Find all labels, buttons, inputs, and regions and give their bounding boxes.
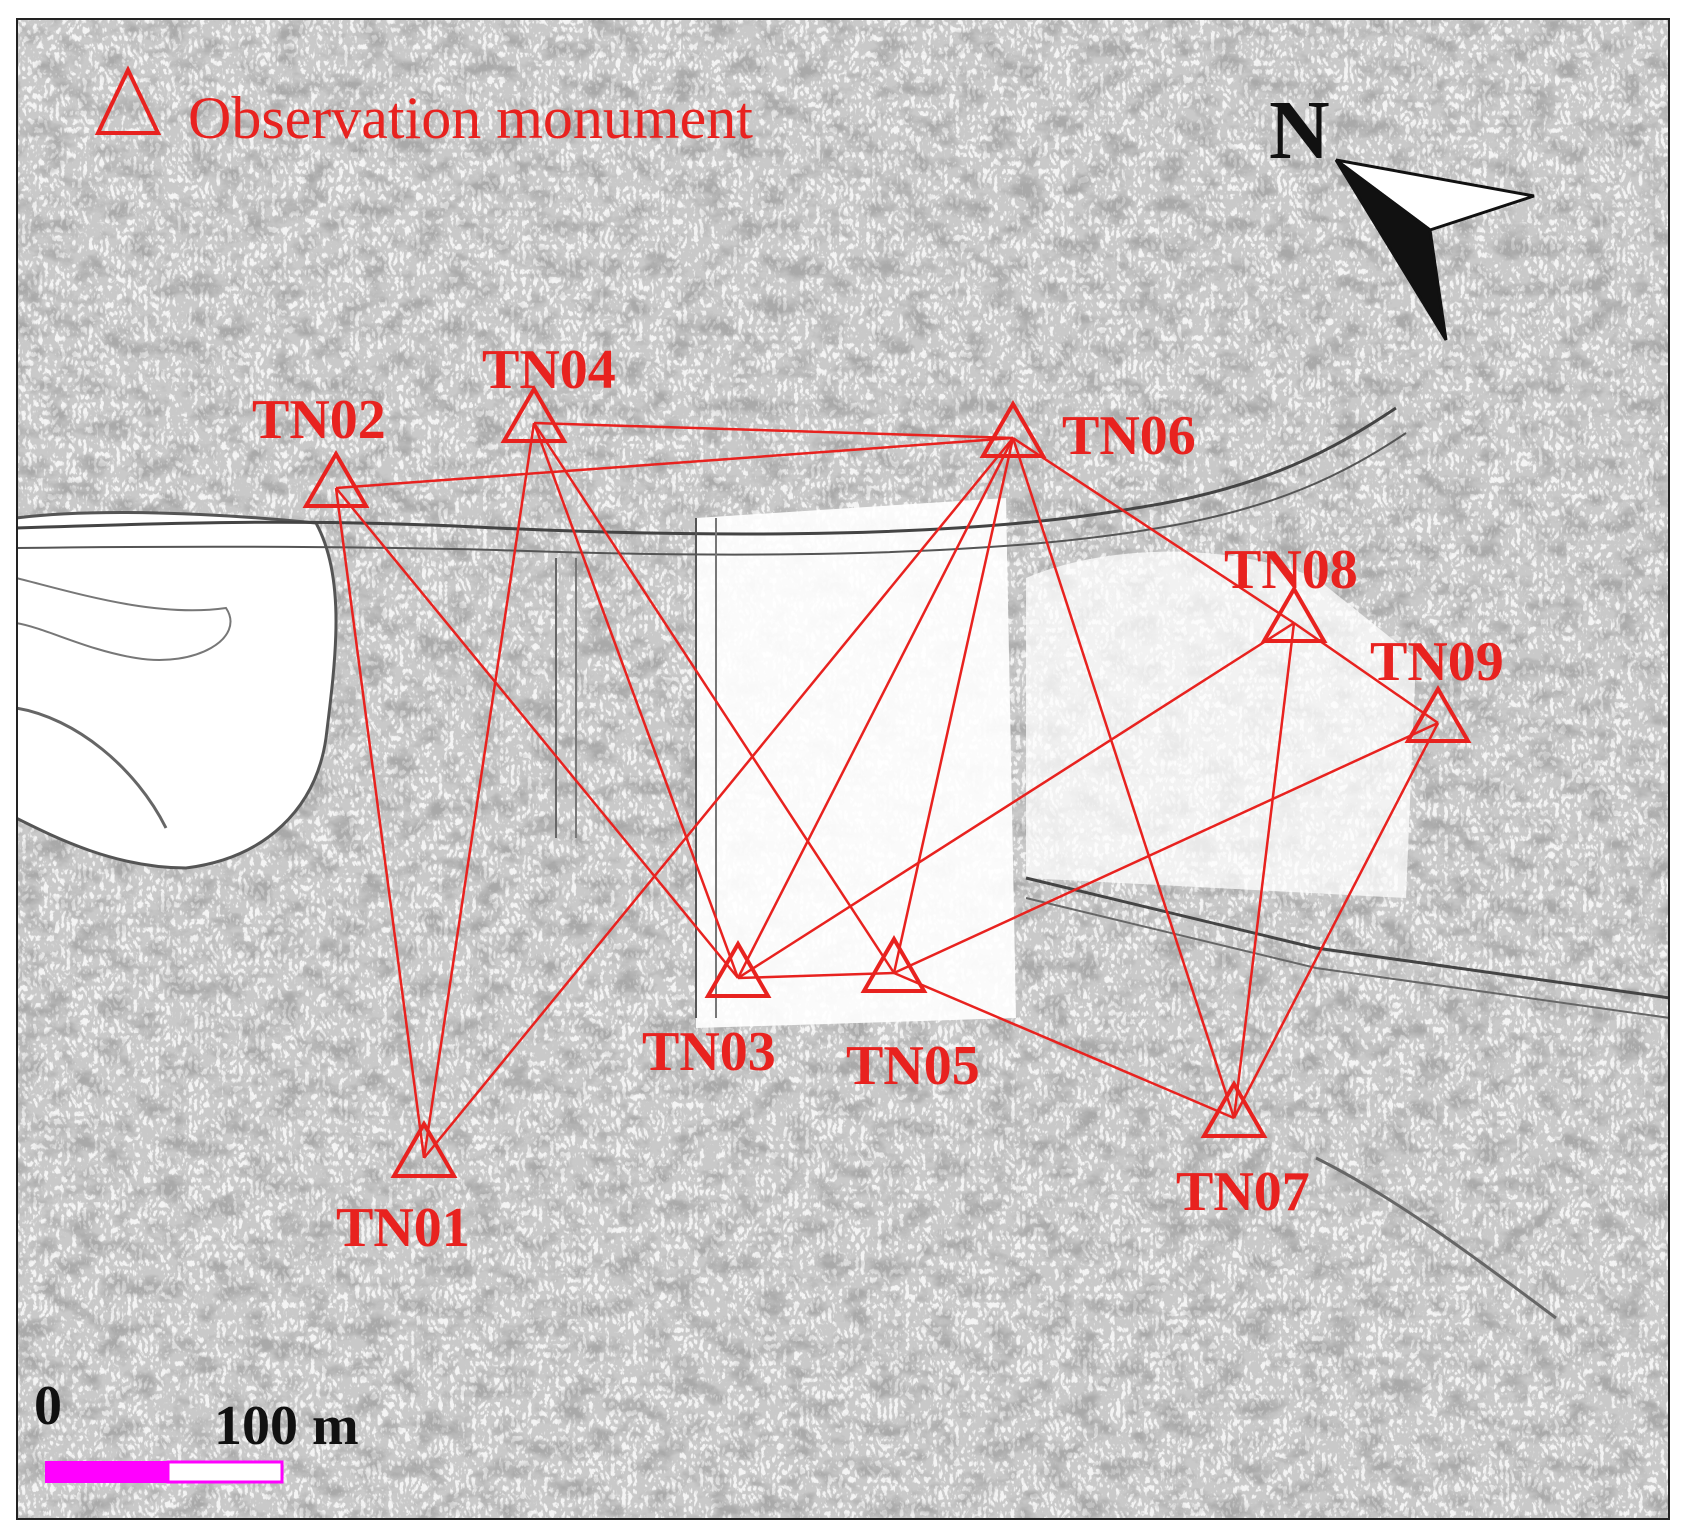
station-tn06[interactable]: TN06	[979, 399, 1196, 467]
station-label: TN08	[1224, 539, 1358, 601]
station-label: TN02	[252, 389, 386, 451]
station-label: TN09	[1370, 631, 1504, 693]
station-label: TN01	[336, 1197, 470, 1259]
baseline-tn03-tn08	[737, 621, 1295, 980]
baseline-tn04-tn05	[532, 422, 896, 974]
station-label: TN05	[846, 1035, 980, 1097]
north-arrow-black-half-icon	[1334, 158, 1448, 341]
legend: Observation monument	[94, 65, 753, 151]
water-body	[16, 511, 338, 870]
north-label: N	[1269, 84, 1330, 177]
scale-bar: 0 100 m	[34, 1375, 359, 1484]
legend-triangle-icon	[94, 65, 162, 135]
station-tn05[interactable]: TN05	[846, 934, 980, 1097]
monument-triangle-icon	[704, 939, 772, 998]
baseline-tn07-tn09	[1232, 722, 1440, 1119]
cleared-area	[696, 498, 1016, 1028]
baseline-tn06-tn07	[1011, 437, 1236, 1119]
baseline-tn01-tn02	[334, 487, 426, 1159]
baseline-tn01-tn06	[423, 437, 1014, 1159]
station-label: TN03	[642, 1021, 776, 1083]
baseline-tn04-tn03	[532, 422, 740, 979]
road	[16, 406, 1397, 536]
scale-end-label: 100 m	[214, 1395, 359, 1457]
monument-triangle-icon	[860, 934, 928, 993]
baseline-tn03-tn05	[737, 971, 895, 980]
station-tn08[interactable]: TN08	[1224, 539, 1358, 643]
baseline-tn02-tn06	[335, 436, 1014, 490]
station-tn04[interactable]: TN04	[482, 339, 616, 443]
baseline-tn06-tn05	[892, 437, 1015, 974]
scale-bar-empty-segment	[166, 1460, 284, 1484]
monument-triangle-icon	[1404, 684, 1472, 743]
monument-triangle-icon	[390, 1119, 458, 1178]
terrain-background	[16, 18, 1670, 1520]
scale-zero-label: 0	[34, 1375, 62, 1437]
baseline-tn05-tn07	[893, 971, 1235, 1120]
baseline-tn01-tn04	[422, 422, 536, 1159]
baseline-tn06-tn03	[736, 437, 1015, 979]
baseline-tn02-tn03	[335, 487, 739, 979]
monument-triangle-icon	[302, 449, 370, 508]
station-label: TN04	[482, 339, 616, 401]
station-tn01[interactable]: TN01	[336, 1119, 470, 1259]
baseline-tn04-tn06	[533, 421, 1014, 440]
monument-triangle-icon	[500, 384, 568, 443]
monument-triangle-icon	[979, 399, 1047, 458]
north-arrow: N	[1269, 84, 1535, 341]
station-label: TN06	[1062, 405, 1196, 467]
station-tn03[interactable]: TN03	[642, 939, 776, 1083]
station-tn07[interactable]: TN07	[1176, 1079, 1310, 1223]
scale-bar-filled-segment	[45, 1461, 169, 1483]
legend-label: Observation monument	[188, 85, 753, 151]
monument-triangle-icon	[1260, 584, 1328, 643]
monument-triangle-icon	[1200, 1079, 1268, 1138]
baseline-tn07-tn08	[1232, 622, 1296, 1119]
baseline-tn05-tn09	[893, 721, 1439, 975]
station-label: TN07	[1176, 1161, 1310, 1223]
station-tn02[interactable]: TN02	[252, 389, 386, 508]
station-tn09[interactable]: TN09	[1370, 631, 1504, 743]
baseline-network	[334, 421, 1440, 1159]
baseline-tn06-tn08	[1012, 436, 1295, 625]
